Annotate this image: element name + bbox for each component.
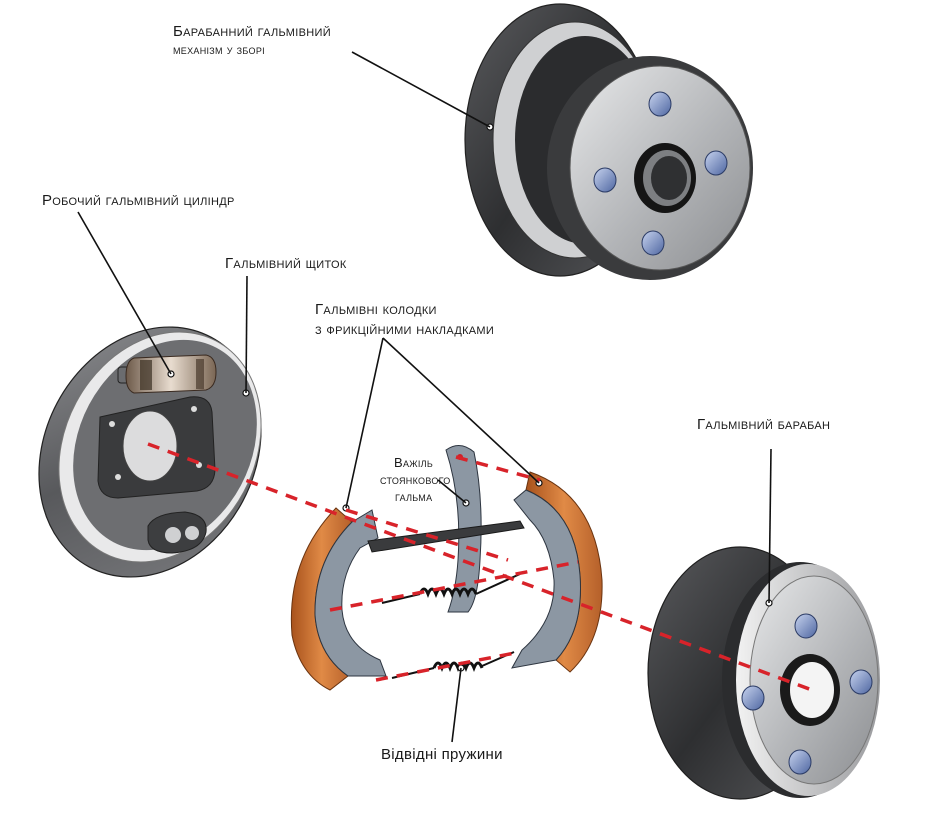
label-assembled-line-2: механізм у зборі <box>173 42 265 57</box>
brake-drum <box>647 546 880 800</box>
label-shoes-line-2: з фрикційними накладками <box>315 321 495 338</box>
drum-stud <box>794 613 818 639</box>
label-parking-lever-line-1: Важіль <box>394 455 434 470</box>
return-spring-lower <box>391 651 515 679</box>
drum-stud <box>849 669 873 695</box>
assembly-axis <box>147 442 813 692</box>
brake-shoe-left <box>290 504 387 691</box>
label-parking-lever-line-3: гальма <box>395 489 433 504</box>
leader-backing-plate <box>245 275 248 394</box>
label-backing-plate: Гальмівний щиток <box>225 255 347 272</box>
drum-stud <box>788 749 812 775</box>
label-assembled-line-1: Барабанний гальмівний <box>173 23 331 40</box>
label-drum: Гальмівний барабан <box>697 416 831 433</box>
assembled-stud <box>648 91 672 117</box>
leader-parking-lever <box>437 479 467 504</box>
assembled-stud <box>593 167 617 193</box>
leader-springs <box>451 667 462 743</box>
leader-shoes-right <box>382 337 540 484</box>
parking-brake-lever <box>367 445 525 613</box>
leader-drum <box>768 448 772 604</box>
leader-lines <box>77 51 772 743</box>
drum-stud <box>741 685 765 711</box>
leader-shoes-left <box>345 337 384 509</box>
backing-plate <box>38 326 262 578</box>
leader-wheel-cylinder <box>77 211 172 375</box>
wheel-cylinder <box>117 354 217 394</box>
assembled-drum <box>464 3 753 280</box>
label-wheel-cylinder: Робочий гальмівний циліндр <box>42 192 235 209</box>
label-shoes-line-1: Гальмівні колодки <box>315 301 437 318</box>
label-parking-lever-line-2: стоянкового <box>380 472 451 487</box>
label-springs: Відвідні пружини <box>381 746 503 763</box>
leader-assembled <box>351 51 491 128</box>
assembled-stud <box>641 230 665 256</box>
assembled-stud <box>704 150 728 176</box>
